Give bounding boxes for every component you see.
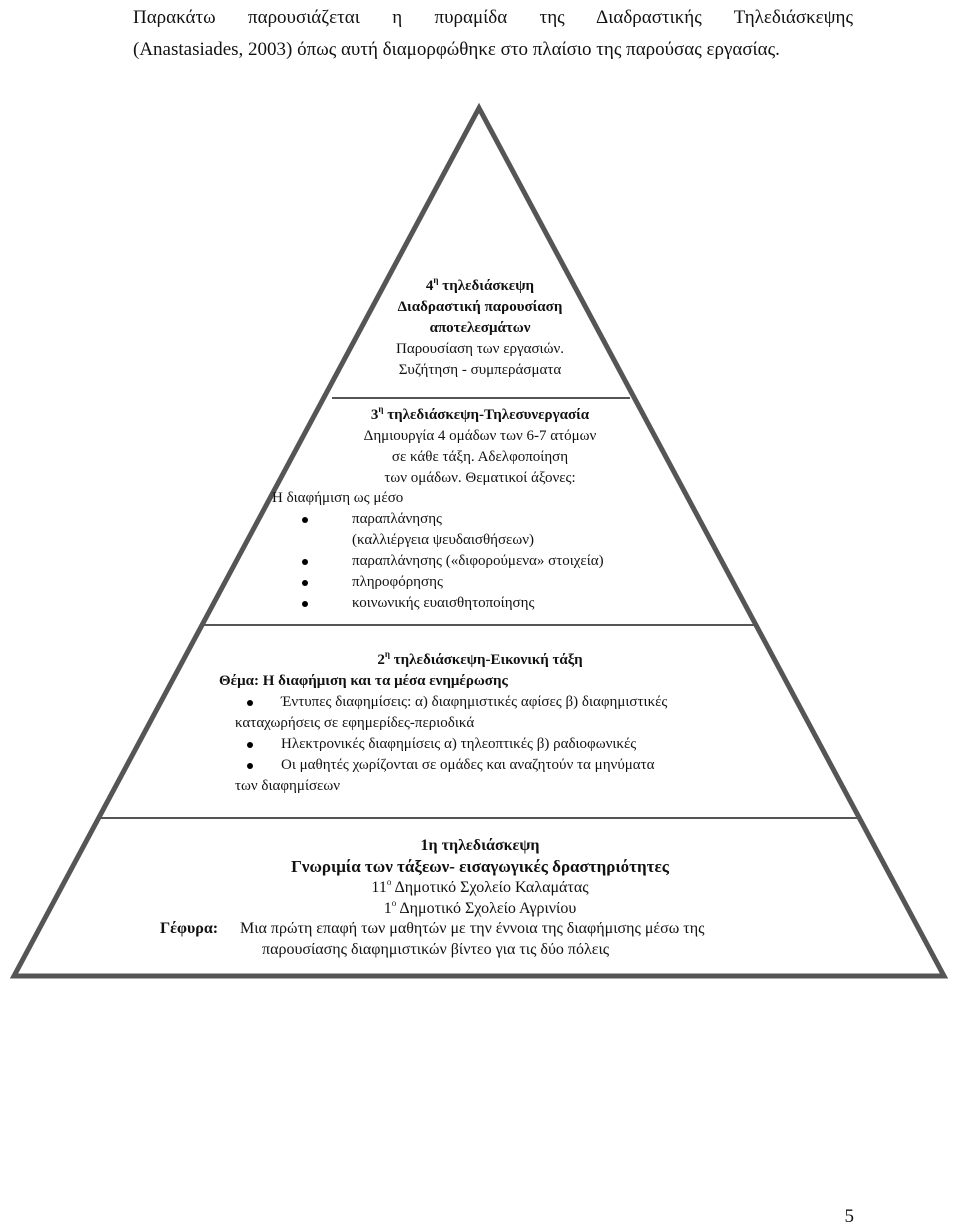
tier-3-line-2: σε κάθε τάξη. Αδελφοποίηση <box>391 449 569 465</box>
intro-line-2: (Anastasiades, 2003) όπως αυτή διαμορφώθ… <box>133 39 780 60</box>
tier-2-bullet-list-b: Ηλεκτρονικές διαφημίσεις α) τηλεοπτικές … <box>235 734 749 776</box>
tier-4-heading: 4η τηλεδιάσκεψη <box>425 275 535 295</box>
tier-4-block: 4η τηλεδιάσκεψη Διαδραστική παρουσίαση α… <box>330 276 630 381</box>
tier-1-school-1: 11ο Δημοτικό Σχολείο Καλαμάτας <box>371 877 589 897</box>
list-item: Ηλεκτρονικές διαφημίσεις α) τηλεοπτικές … <box>235 734 749 755</box>
list-item: παραπλάνησης (καλλιέργεια ψευδαισθήσεων) <box>302 509 692 551</box>
list-item: Οι μαθητές χωρίζονται σε ομάδες και αναζ… <box>235 755 749 776</box>
list-item: παραπλάνησης («διφορούμενα» στοιχεία) <box>302 551 692 572</box>
tier-2-bullet-3-cont: των διαφημίσεων <box>235 778 341 794</box>
intro-paragraph: Παρακάτω παρουσιάζεται η πυραμίδα της Δι… <box>133 2 853 66</box>
bridge-text: Μια πρώτη επαφή των μαθητών με την έννοι… <box>240 920 705 958</box>
tier-3-header: 3η τηλεδιάσκεψη-Τηλεσυνεργασία Δημιουργί… <box>300 405 660 489</box>
tier-3-topics: Η διαφήμιση ως μέσο παραπλάνησης (καλλιέ… <box>272 488 692 614</box>
list-item: κοινωνικής ευαισθητοποίησης <box>302 593 692 614</box>
pyramid-outline <box>9 102 949 979</box>
tier-2-header: 2η τηλεδιάσκεψη-Εικονική τάξη <box>230 650 730 671</box>
tier-4-line-1: Παρουσίαση των εργασιών. <box>396 341 564 357</box>
tier-3-bullet-list: παραπλάνησης (καλλιέργεια ψευδαισθήσεων)… <box>302 509 692 614</box>
tier-1-subheading: Γνωριμία των τάξεων- εισαγωγικές δραστηρ… <box>291 857 669 876</box>
tier-3-line-3: των ομάδων. Θεματικοί άξονες: <box>384 470 576 486</box>
tier-1-school-2: 1ο Δημοτικό Σχολείο Αγρινίου <box>383 898 577 918</box>
tier-4-line-2: Συζήτηση - συμπεράσματα <box>398 362 562 378</box>
tier-1-heading: 1η τηλεδιάσκεψη <box>420 837 540 854</box>
tier-3-line-4: Η διαφήμιση ως μέσο <box>272 490 404 506</box>
tier-4-subheading-2: αποτελεσμάτων <box>429 320 531 336</box>
list-item: Έντυπες διαφημίσεις: α) διαφημιστικές αφ… <box>235 692 749 713</box>
tier-2-body: Θέμα: Η διαφήμιση και τα μέσα ενημέρωσης… <box>219 671 749 797</box>
tier-4-subheading-1: Διαδραστική παρουσίαση <box>397 299 563 315</box>
tier-1-bridge: Γέφυρα: Μια πρώτη επαφή των μαθητών με τ… <box>160 918 760 960</box>
tier-3-heading: 3η τηλεδιάσκεψη-Τηλεσυνεργασία <box>370 404 590 424</box>
page-number: 5 <box>844 1206 855 1227</box>
tier-3-line-1: Δημιουργία 4 ομάδων των 6-7 ατόμων <box>363 428 597 444</box>
tier-1-header: 1η τηλεδιάσκεψη Γνωριμία των τάξεων- εισ… <box>160 835 800 919</box>
bridge-label: Γέφυρα: <box>160 920 219 937</box>
intro-line-1: Παρακάτω παρουσιάζεται η πυραμίδα της Δι… <box>133 7 853 28</box>
list-item: πληροφόρησης <box>302 572 692 593</box>
tier-2-heading: 2η τηλεδιάσκεψη-Εικονική τάξη <box>377 649 583 669</box>
tier-2-theme: Θέμα: Η διαφήμιση και τα μέσα ενημέρωσης <box>219 673 508 689</box>
tier-2-bullet-1-cont: καταχωρήσεις σε εφημερίδες-περιοδικά <box>235 715 475 731</box>
tier-2-bullet-list: Έντυπες διαφημίσεις: α) διαφημιστικές αφ… <box>235 692 749 713</box>
